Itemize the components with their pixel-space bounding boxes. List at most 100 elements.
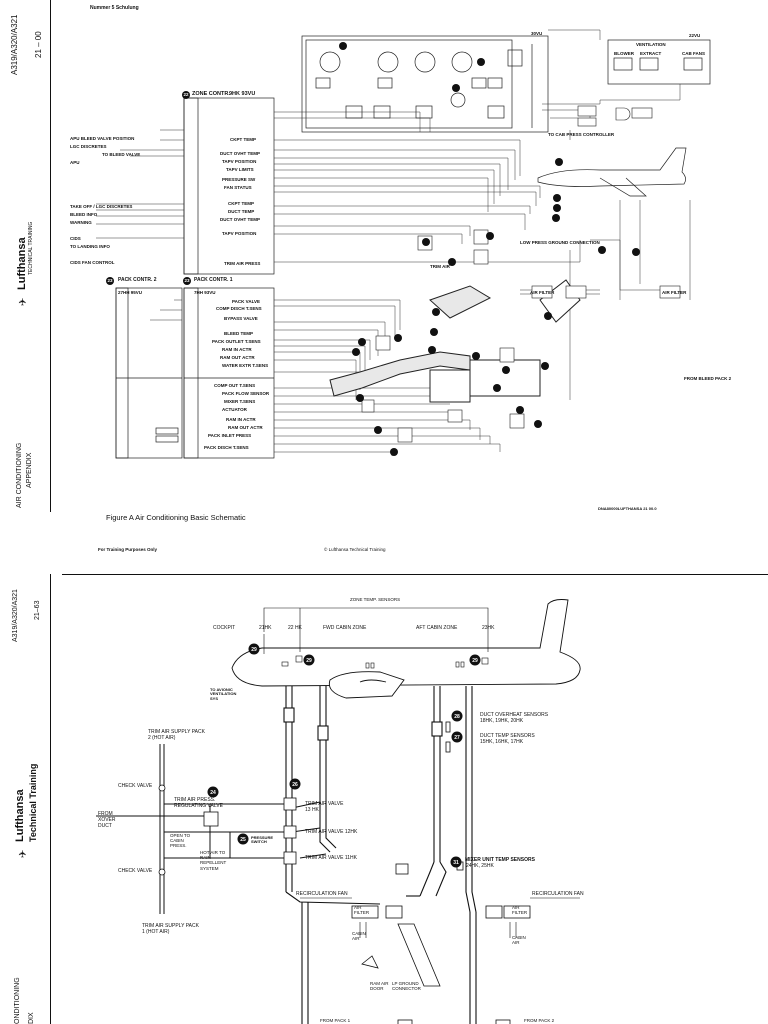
ventilation-btn-3: CAB FANS [682, 51, 705, 56]
zone-controller-title: ZONE CONTR. [192, 91, 230, 97]
zone-output: PRESSURE SW [222, 177, 256, 182]
trim-valve-11-label: TRIM AIR VALVE 11HK [305, 855, 357, 861]
trim-press-valve-label: TRIM AIR PRESS. REGULATING VALVE [174, 797, 223, 809]
pack-label-2: AIR FILTER [662, 290, 687, 295]
pressure-switch-label: PRESSURE SWITCH [251, 835, 274, 845]
trim-supply-pack-2: TRIM AIR SUPPLY PACK 2 (HOT AIR) [148, 729, 205, 741]
callout-29c: 29 [472, 658, 478, 664]
pack-output: BLEED TEMP [224, 331, 254, 336]
pack-output: ACTUATOR [222, 407, 247, 412]
zone-controller-sub: 9HK 93VU [229, 91, 256, 97]
from-pack-1-label: FROM PACK 1 [320, 1018, 351, 1023]
side-label-2: LOW PRESS GROUND CONNECTION [520, 240, 600, 245]
recirc-fan-right: RECIRCULATION FAN [532, 891, 584, 897]
header-left: Nummer 5 Schulung [90, 5, 139, 11]
left-input: LGC DISCRETES [70, 144, 107, 149]
left-input: CIDS [70, 236, 81, 241]
cabin-air-left: CABIN AIR [352, 931, 366, 941]
aft-cabin-label: AFT CABIN ZONE [416, 625, 458, 631]
pack-controller-2-sub: 27HH 95VU [118, 290, 143, 295]
left-input: TO LANDING INFO [70, 244, 110, 249]
schematic-page-1: Nummer 5 Schulung A319/A320/A321 21 – 00… [10, 0, 732, 512]
ram-air-door-label: RAM AIR DOOR [370, 981, 389, 991]
callout-28: 28 [454, 714, 460, 720]
from-xover-label: FROM XOVER DUCT [98, 811, 116, 829]
pack-output: PACK VALVE [232, 299, 261, 304]
pack-output: RAM IN ACTR [222, 347, 252, 352]
left-input: CIDS FAN CONTROL [70, 260, 115, 265]
zone-output: CKPT TEMP [228, 201, 255, 206]
pack-output: PACK FLOW SENSOR [222, 391, 270, 396]
duct-overheat-label: DUCT OVERHEAT SENSORS [480, 712, 549, 718]
zone-output: DUCT OVHT TEMP [220, 217, 260, 222]
pack-label-3: FROM BLEED PACK 2 [684, 376, 732, 381]
side-label-1: TO CAB PRESS CONTROLLER [548, 132, 615, 137]
duct-temp-ids: 15HK, 16HK, 17HK [480, 739, 524, 745]
pack-controller-1-sub: 7HH 93VU [194, 290, 216, 295]
zone-output: DUCT OVHT TEMP [220, 151, 260, 156]
aircraft-fuselage-icon [231, 599, 581, 699]
callout-26: 26 [292, 782, 298, 788]
ventilation-btn-2: EXTRACT [640, 51, 662, 56]
drawing-reference: DNA80000LUFTHANSA 21 00.0 [598, 506, 657, 511]
callout-29: 29 [251, 647, 257, 653]
duct-overheat-ids: 18HK, 19HK, 20HK [480, 718, 524, 724]
zone-output: TRIM AIR PRESS [224, 261, 261, 266]
pack-controller-2-title: PACK CONTR. 2 [118, 277, 157, 283]
hot-air-rain-label: HOT AIR TO RAIN REPELLENT SYSTEM [200, 850, 227, 871]
zone-output: FAN STATUS [224, 185, 252, 190]
open-to-cabin-label: OPEN TO CABIN PRESS. [170, 833, 191, 849]
zone-output: CKPT TEMP [230, 137, 257, 142]
callout-29b: 29 [306, 658, 312, 664]
pack-output: COMP DISCH T.SENS [216, 306, 262, 311]
ventilation-btn-1: BLOWER [614, 51, 635, 56]
pack-output: RAM OUT ACTR [228, 425, 263, 430]
ventilation-title: VENTILATION [636, 42, 666, 47]
pack-output: BYPASS VALVE [224, 316, 258, 321]
mixer-sensor-ids: 24HK, 25HK [466, 863, 494, 869]
trim-supply-pack-1: TRIM AIR SUPPLY PACK 1 (HOT AIR) [142, 923, 199, 935]
pack-label-1: AIR FILTER [530, 290, 555, 295]
zone-temp-sensors-label: ZONE TEMP. SENSORS [350, 597, 401, 602]
pack-controller-1-title: PACK CONTR. 1 [194, 277, 233, 283]
air-filter-right: AIR FILTER [512, 905, 528, 915]
pack-output: WATER EXTR T.SENS [222, 363, 269, 368]
sensor-21hk: 21HK [259, 625, 272, 631]
callout-22: 22 [182, 91, 190, 99]
callout-31: 31 [453, 860, 459, 866]
left-input: WARNING [70, 220, 92, 225]
check-valve-top: CHECK VALVE [118, 783, 153, 789]
lp-ground-label: LP GROUND CONNECTOR [392, 981, 421, 991]
schematic-page-2: For Training Purposes Only © Lufthansa T… [0, 512, 768, 1024]
trim-valve-13-label: TRIM AIR VALVE 13 HK [305, 801, 344, 813]
aircraft-outline-icon [537, 147, 687, 197]
sensor-23hk: 23HK [482, 625, 495, 631]
zone-output: DUCT TEMP [228, 209, 255, 214]
zone-output: TAPV POSITION [222, 159, 257, 164]
left-input: TAKE OFF / LGC DISCRETES [70, 204, 133, 209]
margin-rule [50, 0, 51, 512]
copyright-note: © Lufthansa Technical Training [324, 547, 386, 552]
cockpit-label: COCKPIT [213, 625, 236, 631]
trim-valve-12-label: TRIM AIR VALVE 12HK [305, 829, 358, 835]
training-note: For Training Purposes Only [98, 547, 158, 552]
cabin-air-right: CABIN AIR [512, 935, 526, 945]
left-input: TO BLEED VALVE [102, 152, 141, 157]
air-conditioning-schematic: 30VU VENTILATION 22VU BLOWER EXTRACT CAB… [96, 29, 732, 459]
callout-24: 24 [210, 790, 216, 796]
zone-output: TAPV LIMITS [226, 167, 254, 172]
side-label-3: TRIM AIR [430, 264, 451, 269]
left-input: APU [70, 160, 80, 165]
callout-27: 27 [454, 735, 460, 741]
page-rule [62, 574, 768, 575]
from-pack-2-label: FROM PACK 2 [524, 1018, 555, 1023]
callout-23a: 23 [106, 277, 114, 285]
margin-rule [50, 574, 51, 1024]
zone-output: TAPV POSITION [222, 231, 257, 236]
left-input: BLEED INFO [70, 212, 98, 217]
pack-output: RAM OUT ACTR [220, 355, 255, 360]
air-filter-left: AIR FILTER [354, 905, 370, 915]
to-avionics-label: TO AVIONIC VENTILATION SYS [210, 687, 237, 701]
recirc-fan-left: RECIRCULATION FAN [296, 891, 348, 897]
pack-output: COMP OUT T.SENS [214, 383, 256, 388]
